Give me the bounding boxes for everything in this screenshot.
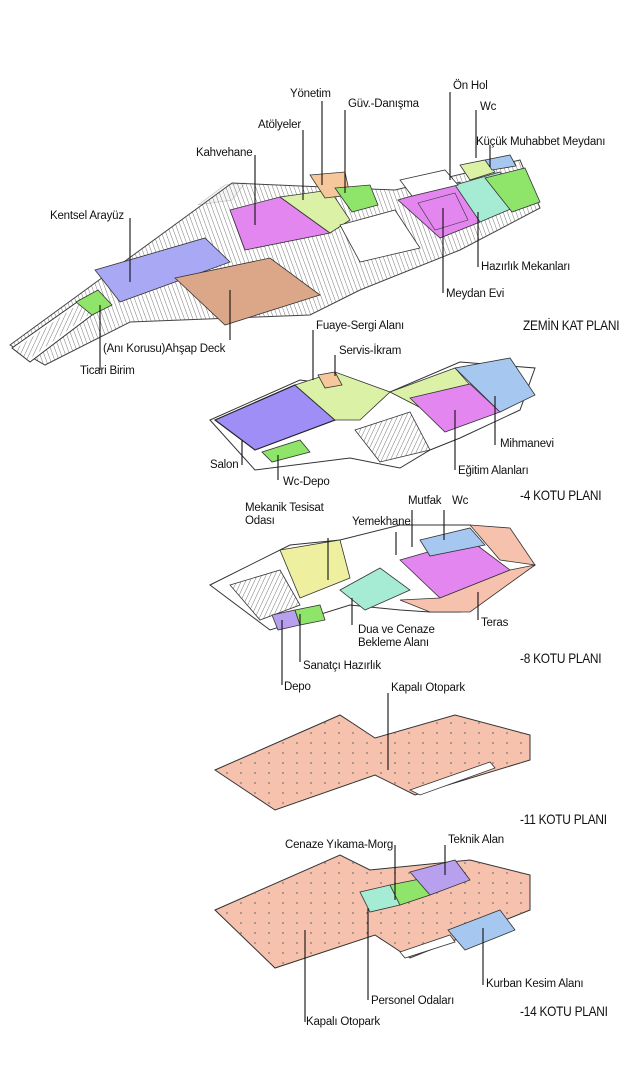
label-kurban: Kurban Kesim Alanı	[486, 978, 584, 990]
label-hazirlik: Hazırlık Mekanları	[481, 261, 571, 273]
leader-lines	[99, 92, 496, 1022]
level-minus14-plan	[214, 854, 531, 969]
label-on-hol: Ön Hol	[453, 80, 488, 92]
label-kapali-otopark-11: Kapalı Otopark	[391, 682, 465, 694]
ground-floor-plan	[9, 154, 541, 366]
label-kahvehane: Kahvehane	[196, 147, 253, 159]
label-wc-zemin: Wc	[480, 101, 497, 113]
label-servis: Servis-İkram	[339, 345, 402, 357]
label-mihmanevi: Mihmanevi	[500, 438, 554, 450]
label-yemekhane: Yemekhane	[352, 516, 411, 528]
label-teras: Teras	[481, 617, 509, 629]
title-zemin-kat: ZEMİN KAT PLANI	[523, 317, 620, 333]
title-kot8: -8 KOTU PLANI	[520, 650, 602, 666]
label-mutfak: Mutfak	[408, 495, 442, 507]
label-mekanik-2: Odası	[245, 515, 275, 527]
label-dua-2: Bekleme Alanı	[358, 637, 429, 649]
label-kapali-otopark-14: Kapalı Otopark	[306, 1016, 380, 1028]
label-fuaye: Fuaye-Sergi Alanı	[316, 320, 405, 332]
label-ticari-birim: Ticari Birim	[80, 365, 135, 377]
label-sanatci: Sanatçı Hazırlık	[303, 660, 381, 672]
label-kentsel-arayuz: Kentsel Arayüz	[50, 210, 124, 222]
title-kot11: -11 KOTU PLANI	[520, 811, 607, 827]
label-cenaze: Cenaze Yıkama-Morg	[285, 839, 394, 851]
label-atolyeler: Atölyeler	[258, 119, 301, 131]
label-teknik: Teknik Alan	[448, 834, 504, 846]
level-minus8-plan	[209, 524, 536, 631]
label-dua-1: Dua ve Cenaze	[358, 624, 435, 636]
label-salon: Salon	[210, 459, 239, 471]
label-guv-danisma: Güv.-Danışma	[348, 98, 419, 110]
label-wc-kot8: Wc	[452, 495, 469, 507]
label-kucuk-muhabbet: Küçük Muhabbet Meydanı	[476, 136, 606, 148]
level-minus4-plan	[209, 357, 536, 471]
label-mekanik-1: Mekanik Tesisat	[245, 502, 324, 514]
label-depo: Depo	[284, 681, 311, 693]
label-personel: Personel Odaları	[371, 995, 455, 1007]
label-ahsap-deck: (Anı Korusu)Ahşap Deck	[103, 343, 226, 355]
label-egitim: Eğitim Alanları	[458, 465, 529, 477]
title-kot4: -4 KOTU PLANI	[520, 487, 602, 503]
label-wc-depo: Wc-Depo	[283, 476, 330, 488]
title-kot14: -14 KOTU PLANI	[520, 1003, 608, 1019]
label-yonetim: Yönetim	[290, 88, 331, 100]
label-meydan-evi: Meydan Evi	[446, 288, 505, 300]
level-minus11-plan	[213, 714, 531, 811]
